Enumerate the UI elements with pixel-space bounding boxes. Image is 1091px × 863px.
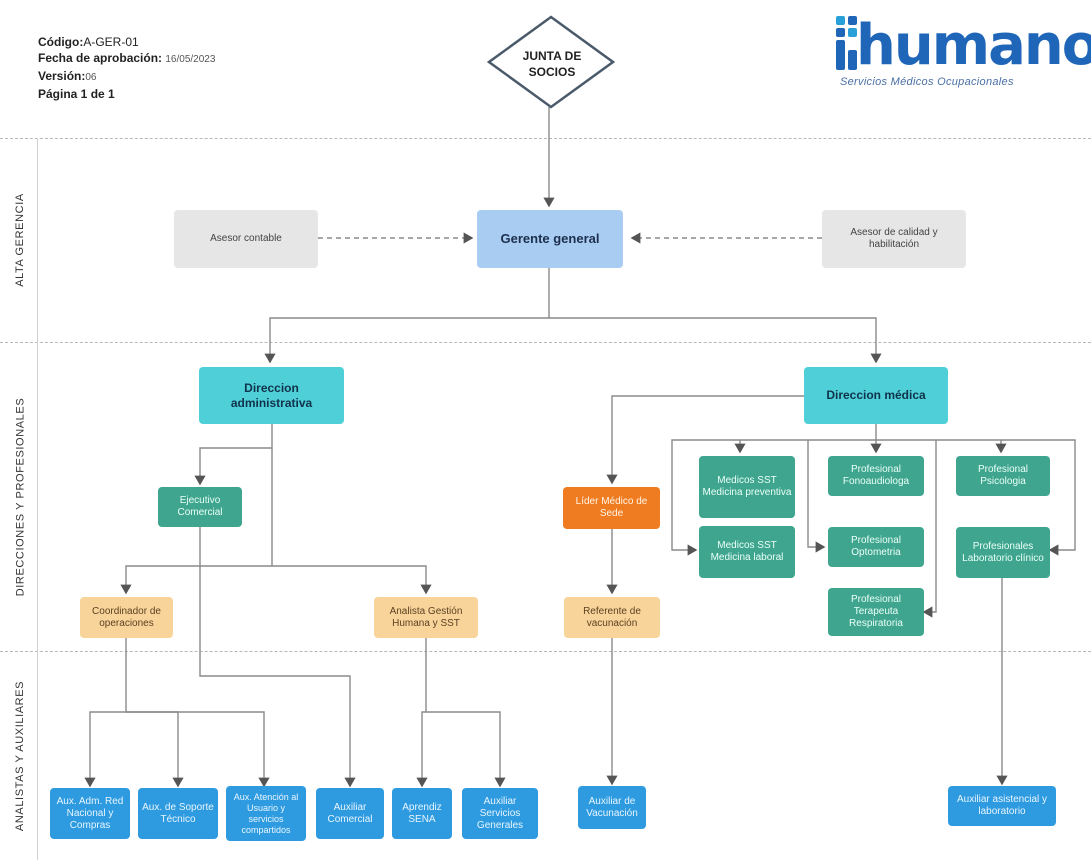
logo-tagline: Servicios Médicos Ocupacionales bbox=[840, 76, 1014, 88]
auxiliar-vacunacion-node: Auxiliar de Vacunación bbox=[578, 786, 646, 829]
lider-medico-sede-node: Líder Médico de Sede bbox=[563, 487, 660, 529]
auxiliar-asistencial-node: Auxiliar asistencial y laboratorio bbox=[948, 786, 1056, 826]
aux-red-nacional-node: Aux. Adm. Red Nacional y Compras bbox=[50, 788, 130, 839]
ejecutivo-comercial-node: Ejecutivo Comercial bbox=[158, 487, 242, 527]
medicos-sst-preventiva-node: Medicos SST Medicina preventiva bbox=[699, 456, 795, 518]
logo-wordmark: humanos bbox=[856, 13, 1091, 78]
direccion-medica-node: Direccion médica bbox=[804, 367, 948, 424]
gerente-general-node: Gerente general bbox=[477, 210, 623, 268]
profesionales-laboratorio-node: Profesionales Laboratorio clínico bbox=[956, 527, 1050, 578]
version-value: 06 bbox=[85, 72, 97, 83]
approval-date-label: Fecha de aprobación: bbox=[38, 51, 163, 65]
asesor-contable-node: Asesor contable bbox=[174, 210, 318, 268]
coordinador-operaciones-node: Coordinador de operaciones bbox=[80, 597, 173, 638]
band-divider-bottom bbox=[0, 651, 1091, 652]
code-value: A-GER-01 bbox=[83, 35, 139, 49]
analista-gestion-humana-node: Analista Gestión Humana y SST bbox=[374, 597, 478, 638]
approval-date-value: 16/05/2023 bbox=[165, 54, 216, 65]
medicos-sst-laboral-node: Medicos SST Medicina laboral bbox=[699, 526, 795, 578]
profesional-psicologia-node: Profesional Psicologia bbox=[956, 456, 1050, 496]
aux-soporte-tecnico-node: Aux. de Soporte Técnico bbox=[138, 788, 218, 839]
aux-atencion-usuario-node: Aux. Atención al Usuario y servicios com… bbox=[226, 786, 306, 841]
code-label: Código: bbox=[38, 35, 84, 49]
logo-figure-icon bbox=[836, 16, 857, 70]
version-label: Versión: bbox=[38, 69, 86, 83]
profesional-terapeuta-node: Profesional Terapeuta Respiratoria bbox=[828, 588, 924, 636]
asesor-calidad-node: Asesor de calidad y habilitación bbox=[822, 210, 966, 268]
page-indicator: Página 1 de 1 bbox=[38, 87, 115, 101]
profesional-optometria-node: Profesional Optometria bbox=[828, 527, 924, 567]
band-label-column-divider bbox=[37, 138, 38, 860]
junta-de-socios-node: JUNTA DE SOCIOS bbox=[522, 49, 582, 79]
band-divider-middle bbox=[0, 342, 1091, 343]
direccion-administrativa-node: Direccion administrativa bbox=[199, 367, 344, 424]
profesional-fonoaudiologa-node: Profesional Fonoaudiologa bbox=[828, 456, 924, 496]
aprendiz-sena-node: Aprendiz SENA bbox=[392, 788, 452, 839]
referente-vacunacion-node: Referente de vacunación bbox=[564, 597, 660, 638]
junta-diamond-shape bbox=[487, 15, 615, 109]
auxiliar-servicios-generales-node: Auxiliar Servicios Generales bbox=[462, 788, 538, 839]
document-metadata: Código:A-GER-01 Fecha de aprobación: 16/… bbox=[38, 34, 215, 102]
band-divider-top bbox=[0, 138, 1091, 139]
company-logo: humanos Servicios Médicos Ocupacionales bbox=[834, 10, 1091, 100]
auxiliar-comercial-node: Auxiliar Comercial bbox=[316, 788, 384, 839]
